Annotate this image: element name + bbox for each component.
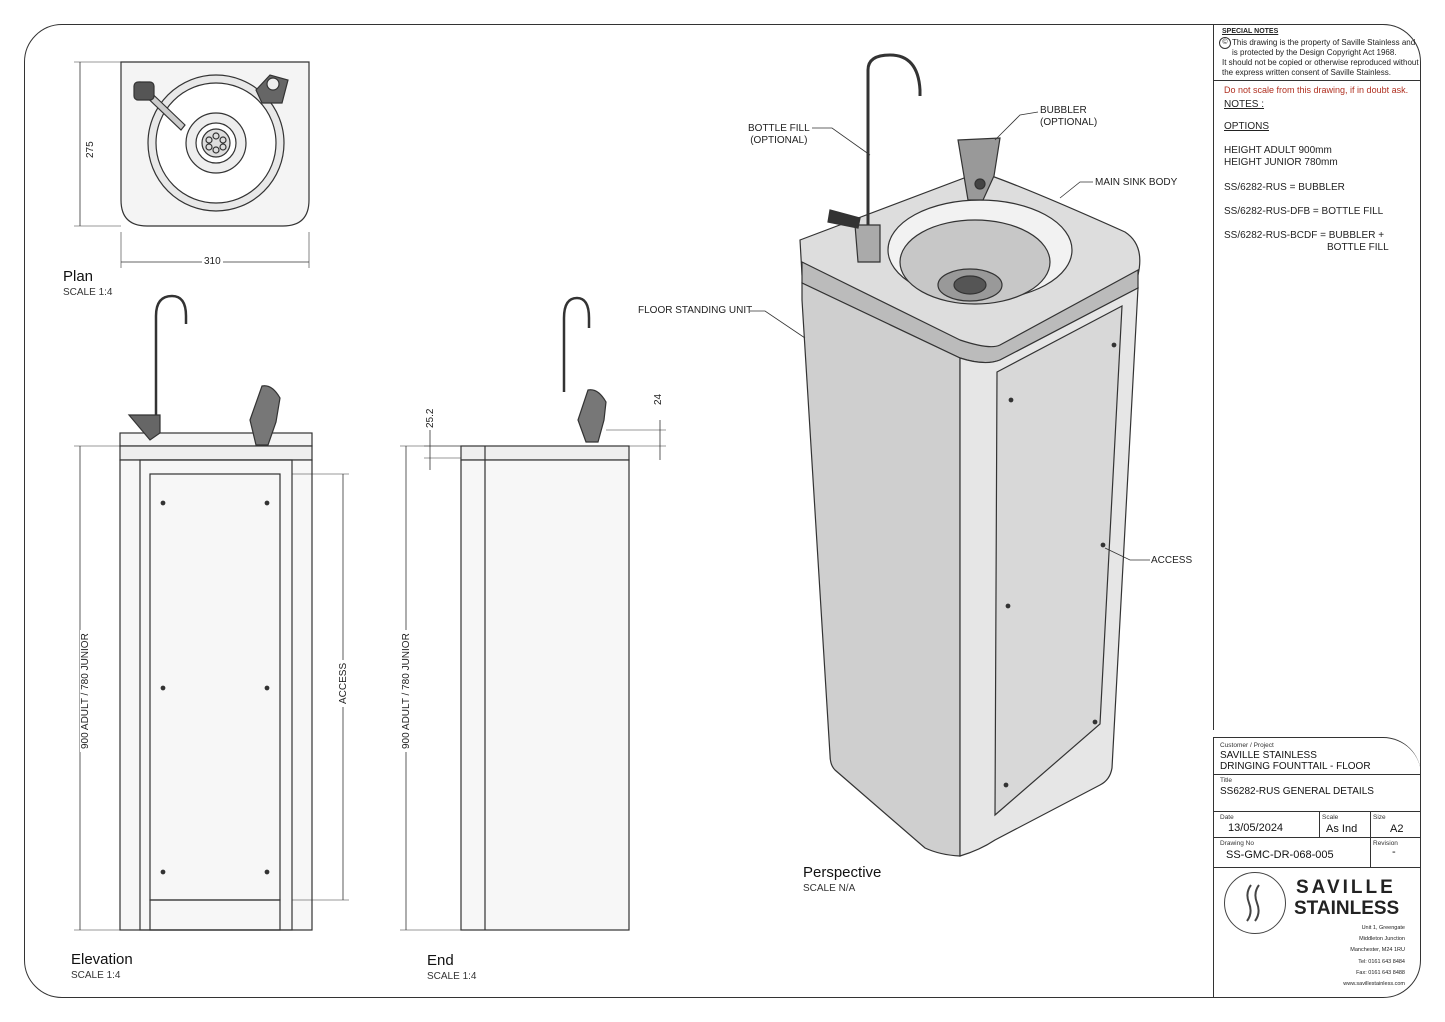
plan-title: Plan bbox=[63, 268, 94, 285]
copyright-line3: It should not be copied or otherwise rep… bbox=[1222, 58, 1419, 67]
elevation-access-dim: ACCESS bbox=[338, 659, 349, 707]
access-label: ACCESS bbox=[1151, 555, 1193, 566]
notes-panel: SPECIAL NOTES © This drawing is the prop… bbox=[1213, 24, 1421, 730]
revision-label: Revision bbox=[1373, 840, 1398, 847]
height-junior: HEIGHT JUNIOR 780mm bbox=[1224, 157, 1338, 168]
bottle-fill-line2: (OPTIONAL) bbox=[750, 135, 808, 146]
options-heading: OPTIONS bbox=[1224, 121, 1270, 132]
end-height-dim: 900 ADULT / 780 JUNIOR bbox=[401, 630, 412, 752]
option-both-2: BOTTLE FILL bbox=[1327, 242, 1389, 253]
drawing-no-value: SS-GMC-DR-068-005 bbox=[1226, 849, 1334, 861]
end-top-dim: 25.2 bbox=[425, 408, 436, 428]
fax-line: Fax: 0161 643 8488 bbox=[1356, 970, 1405, 976]
customer-label: Customer / Project bbox=[1220, 742, 1274, 749]
option-bubbler: SS/6282-RUS = BUBBLER bbox=[1224, 182, 1345, 193]
address-line1: Unit 1, Greengate bbox=[1361, 925, 1405, 931]
option-bottle-fill: SS/6282-RUS-DFB = BOTTLE FILL bbox=[1224, 206, 1384, 217]
end-title: End bbox=[427, 952, 454, 969]
elevation-height-dim: 900 ADULT / 780 JUNIOR bbox=[80, 630, 91, 752]
special-notes-heading: SPECIAL NOTES bbox=[1222, 28, 1279, 35]
end-bubbler-dim: 24 bbox=[653, 393, 664, 405]
elevation-view bbox=[74, 294, 349, 931]
customer-line1: SAVILLE STAINLESS bbox=[1220, 750, 1317, 761]
end-view bbox=[400, 296, 666, 931]
elevation-title: Elevation bbox=[71, 951, 133, 968]
bubbler-line2: (OPTIONAL) bbox=[1040, 117, 1098, 128]
copyright-icon: © bbox=[1219, 37, 1231, 49]
address-line2: Middleton Junction bbox=[1359, 936, 1405, 942]
address-line3: Manchester, M24 1RU bbox=[1350, 947, 1405, 953]
copyright-line2: is protected by the Design Copyright Act… bbox=[1232, 48, 1397, 57]
option-both-1: SS/6282-RUS-BCDF = BUBBLER + bbox=[1224, 230, 1385, 241]
drawing-canvas bbox=[74, 53, 1150, 931]
copyright-line1: This drawing is the property of Saville … bbox=[1232, 38, 1416, 47]
title-label: Title bbox=[1220, 777, 1233, 784]
title-block: Customer / Project SAVILLE STAINLESS DRI… bbox=[1213, 737, 1421, 998]
perspective-view bbox=[750, 53, 1150, 857]
company-name-2: STAINLESS bbox=[1294, 898, 1400, 919]
plan-depth-dim: 275 bbox=[85, 141, 96, 158]
size-value: A2 bbox=[1390, 823, 1404, 835]
revision-value: - bbox=[1392, 846, 1396, 858]
plan-scale: SCALE 1:4 bbox=[63, 287, 113, 298]
date-value: 13/05/2024 bbox=[1228, 822, 1284, 834]
drawing-title: SS6282-RUS GENERAL DETAILS bbox=[1220, 786, 1374, 797]
customer-line2: DRINGING FOUNTTAIL - FLOOR bbox=[1220, 761, 1371, 772]
scale-label: Scale bbox=[1322, 814, 1339, 821]
perspective-title: Perspective bbox=[803, 864, 882, 881]
floor-unit-label: FLOOR STANDING UNIT bbox=[638, 305, 753, 316]
plan-view bbox=[74, 61, 310, 268]
size-label: Size bbox=[1373, 814, 1386, 821]
scale-warning: Do not scale from this drawing, if in do… bbox=[1224, 85, 1409, 95]
perspective-scale: SCALE N/A bbox=[803, 883, 856, 894]
tel-line: Tel: 0161 643 8484 bbox=[1358, 959, 1405, 965]
bottle-fill-line1: BOTTLE FILL bbox=[748, 123, 810, 134]
drawing-border bbox=[24, 24, 1421, 998]
scale-value: As Ind bbox=[1326, 823, 1358, 835]
copyright-line4: the express written consent of Saville S… bbox=[1222, 68, 1391, 77]
elevation-scale: SCALE 1:4 bbox=[71, 970, 121, 981]
logo-s-icon bbox=[1246, 884, 1260, 922]
drawing-no-label: Drawing No bbox=[1220, 840, 1254, 847]
web-line: www.savillestainless.com bbox=[1343, 981, 1405, 987]
notes-heading: NOTES : bbox=[1224, 99, 1265, 110]
date-label: Date bbox=[1220, 814, 1234, 821]
bubbler-label: BUBBLER (OPTIONAL) bbox=[1040, 105, 1097, 129]
main-sink-label: MAIN SINK BODY bbox=[1095, 177, 1178, 188]
company-name-1: SAVILLE bbox=[1296, 877, 1396, 898]
bubbler-line1: BUBBLER bbox=[1040, 105, 1087, 116]
company-logo-icon bbox=[1224, 872, 1286, 934]
end-scale: SCALE 1:4 bbox=[427, 971, 477, 982]
height-adult: HEIGHT ADULT 900mm bbox=[1224, 145, 1332, 156]
bottle-fill-label: BOTTLE FILL (OPTIONAL) bbox=[748, 123, 810, 147]
plan-width-dim: 310 bbox=[202, 256, 223, 267]
